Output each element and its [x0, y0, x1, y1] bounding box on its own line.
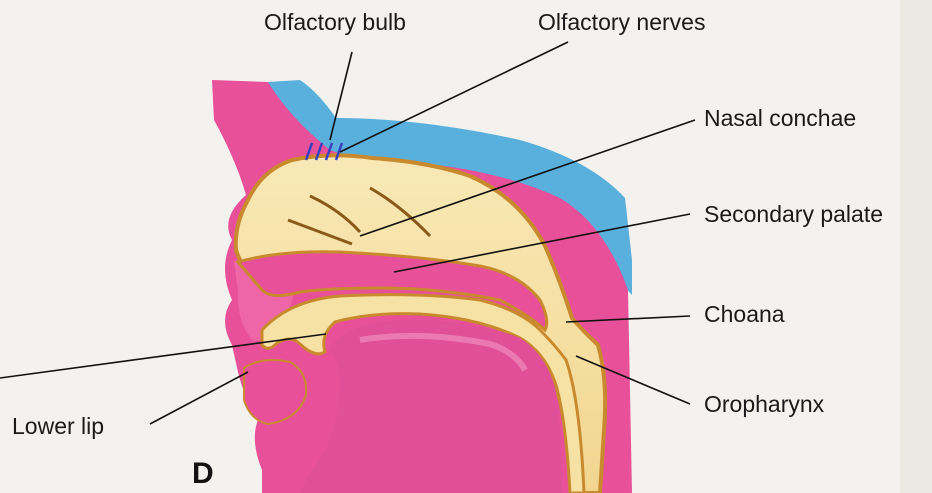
tongue	[300, 320, 562, 493]
label-olfactory-nerves: Olfactory nerves	[538, 9, 705, 35]
label-olfactory-bulb: Olfactory bulb	[264, 9, 406, 35]
label-oropharynx: Oropharynx	[704, 391, 825, 417]
label-secondary-palate: Secondary palate	[704, 201, 883, 227]
label-choana: Choana	[704, 301, 785, 327]
label-nasal-conchae: Nasal conchae	[704, 105, 856, 131]
label-lower-lip: Lower lip	[12, 413, 104, 439]
leader-lower-lip	[150, 372, 248, 424]
page-edge	[900, 0, 932, 493]
panel-letter: D	[192, 457, 214, 490]
